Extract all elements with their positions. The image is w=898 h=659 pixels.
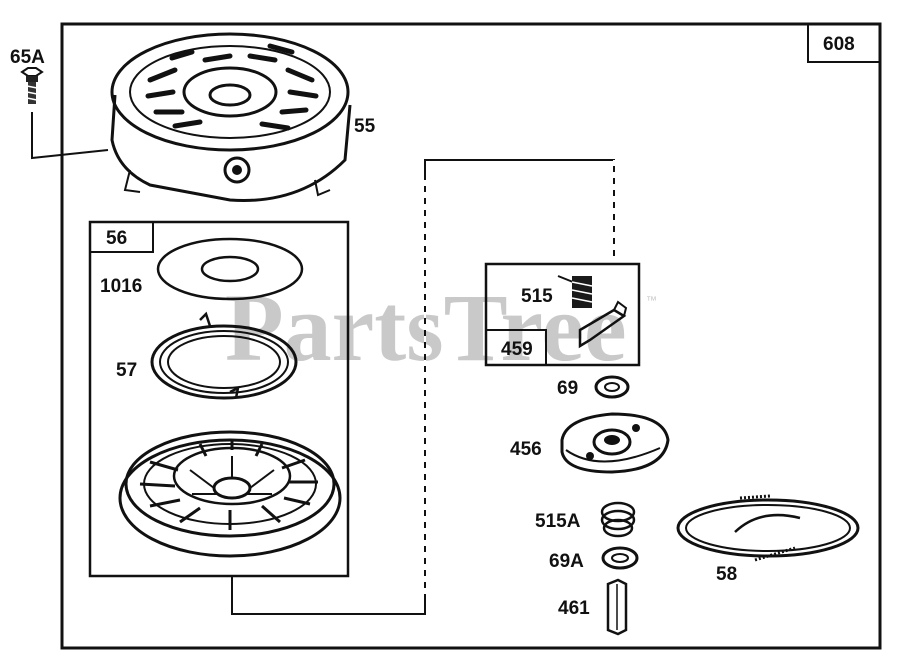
pawl-retainer-456 — [560, 412, 670, 474]
label-461: 461 — [558, 598, 590, 619]
handle-insert-461 — [606, 578, 628, 636]
group-56-label: 56 — [106, 228, 127, 249]
label-456: 456 — [510, 439, 542, 460]
housing-55 — [110, 32, 352, 202]
label-1016: 1016 — [100, 276, 142, 297]
assembly-label-box — [807, 23, 881, 63]
label-69: 69 — [557, 378, 578, 399]
group-459-frame — [484, 262, 641, 367]
label-58: 58 — [716, 564, 737, 585]
assembly-frame — [60, 22, 882, 650]
label-69a: 69A — [549, 551, 584, 572]
pawl — [578, 300, 628, 349]
assembly-label: 608 — [823, 34, 855, 55]
rewind-spring-57 — [150, 311, 298, 400]
pulley — [118, 430, 342, 558]
rope-58 — [676, 494, 860, 562]
bolt-65a — [20, 67, 44, 104]
watermark-trademark: ™ — [646, 295, 657, 307]
group-459-label: 459 — [501, 339, 533, 360]
label-515a: 515A — [535, 511, 581, 532]
group-56-frame — [88, 220, 350, 578]
label-57: 57 — [116, 360, 137, 381]
washer-69 — [594, 375, 630, 399]
label-515: 515 — [521, 286, 553, 307]
spring-515a — [600, 501, 636, 538]
label-55: 55 — [354, 116, 376, 137]
spring-515 — [557, 275, 593, 308]
washer-1016 — [156, 237, 304, 301]
group-56-label-box — [89, 221, 154, 253]
leader-65a — [31, 112, 109, 160]
washer-69a — [601, 546, 639, 570]
label-65a: 65A — [10, 47, 45, 68]
group-459-label-box — [485, 329, 547, 366]
